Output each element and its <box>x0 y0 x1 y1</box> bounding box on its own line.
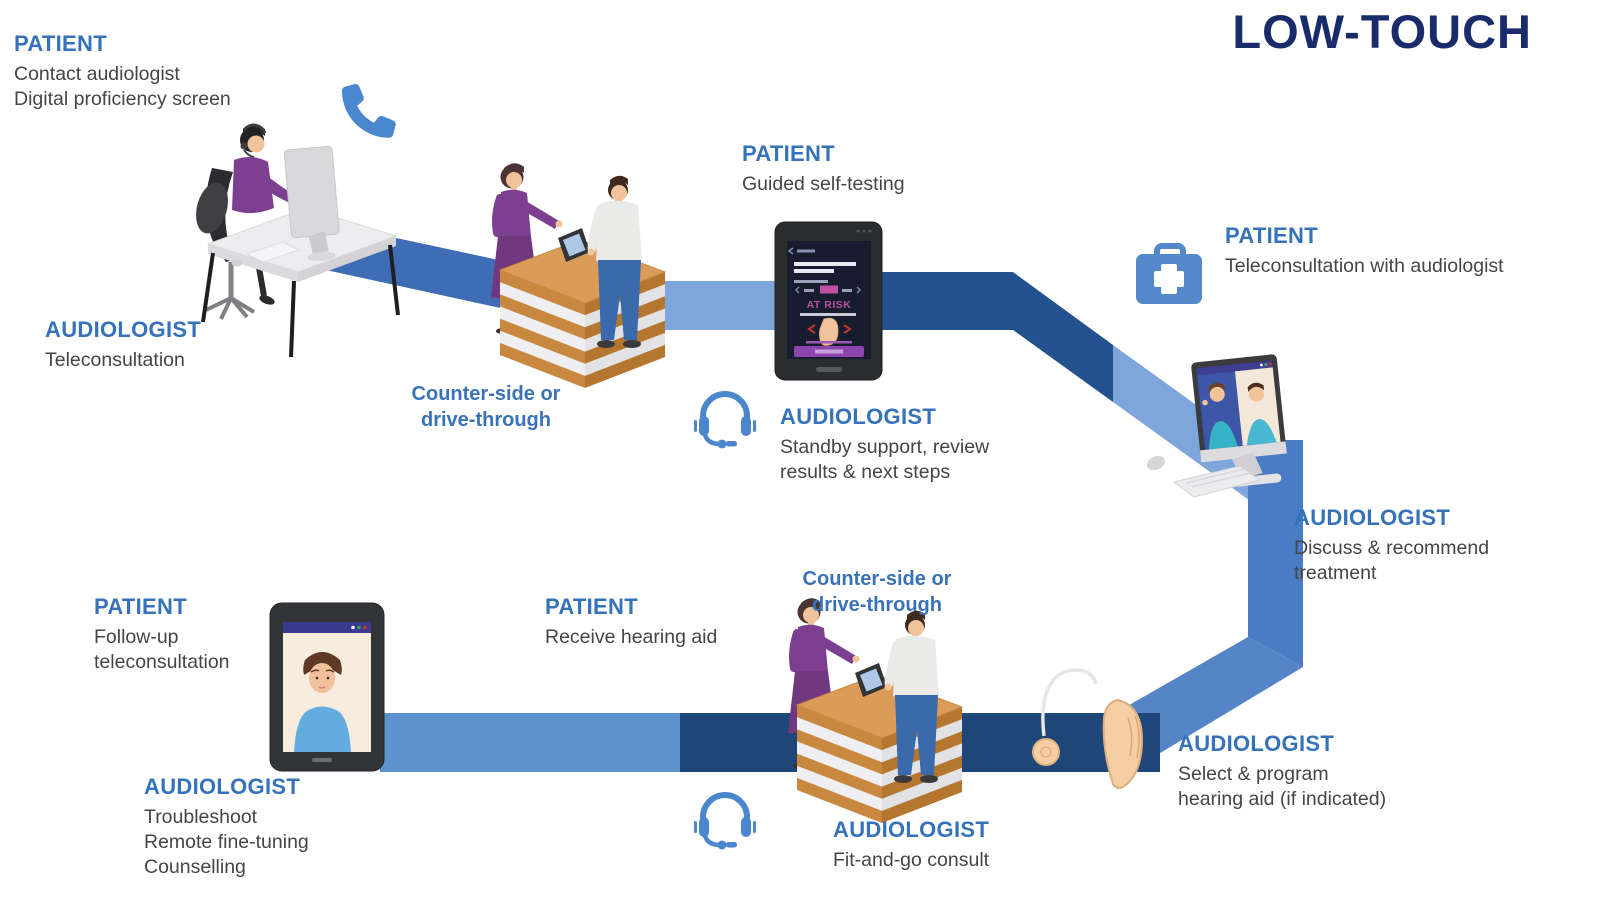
self-testing-tablet: AT RISK <box>774 221 883 381</box>
headset-icon <box>694 795 756 850</box>
step-audiologist-teleconsultation: AUDIOLOGIST Teleconsultation <box>45 317 201 373</box>
page-title: LOW-TOUCH <box>1232 5 1532 58</box>
step-line: teleconsultation <box>94 651 230 673</box>
counter-label-bottom: Counter-side or drive-through <box>772 566 982 618</box>
step-line: treatment <box>1294 562 1377 584</box>
step-line: Follow-up <box>94 626 179 648</box>
step-line: Standby support, review <box>780 436 990 458</box>
step-patient-receive: PATIENT Receive hearing aid <box>545 594 717 650</box>
follow-up-tablet <box>269 602 385 772</box>
role-label: PATIENT <box>742 141 835 166</box>
step-line: drive-through <box>812 594 942 616</box>
role-label: PATIENT <box>545 594 638 619</box>
video-call-computer <box>1146 354 1287 498</box>
step-line: drive-through <box>421 409 551 431</box>
hearing-aid-illustration <box>1032 668 1144 789</box>
role-label: AUDIOLOGIST <box>1294 505 1451 530</box>
role-label: AUDIOLOGIST <box>780 404 937 429</box>
step-line: Troubleshoot <box>144 806 258 828</box>
audiologist-at-desk-illustration <box>196 123 400 358</box>
step-audiologist-troubleshoot: AUDIOLOGIST Troubleshoot Remote fine-tun… <box>144 774 309 880</box>
step-line: Guided self-testing <box>742 173 905 195</box>
role-label: AUDIOLOGIST <box>833 817 990 842</box>
role-label: PATIENT <box>14 31 107 56</box>
step-line: Teleconsultation <box>45 349 185 371</box>
at-risk-status: AT RISK <box>807 299 852 311</box>
role-label: PATIENT <box>1225 223 1318 248</box>
step-patient-teleconsultation: PATIENT Teleconsultation with audiologis… <box>1225 223 1504 279</box>
role-label: PATIENT <box>94 594 187 619</box>
counter-scene-bottom <box>788 598 962 823</box>
counter-label-top: Counter-side or drive-through <box>380 381 592 433</box>
step-line: Contact audiologist <box>14 63 180 85</box>
step-line: Digital proficiency screen <box>14 88 231 110</box>
counter-scene-top <box>491 163 665 388</box>
role-label: AUDIOLOGIST <box>45 317 202 342</box>
step-line: Counter-side or <box>802 568 952 590</box>
step-line: Teleconsultation with audiologist <box>1225 255 1504 277</box>
step-line: Discuss & recommend <box>1294 537 1490 559</box>
step-patient-follow-up: PATIENT Follow-up teleconsultation <box>94 594 230 675</box>
step-audiologist-discuss: AUDIOLOGIST Discuss & recommend treatmen… <box>1294 505 1489 586</box>
step-line: Counselling <box>144 856 246 878</box>
step-audiologist-standby: AUDIOLOGIST Standby support, review resu… <box>780 404 989 485</box>
step-line: Remote fine-tuning <box>144 831 309 853</box>
step-line: results & next steps <box>780 461 951 483</box>
step-audiologist-select-program: AUDIOLOGIST Select & program hearing aid… <box>1178 731 1386 812</box>
first-aid-kit-icon <box>1136 243 1202 304</box>
desk-monitor <box>283 145 340 262</box>
step-audiologist-fit-and-go: AUDIOLOGIST Fit-and-go consult <box>833 817 989 873</box>
step-line: hearing aid (if indicated) <box>1178 788 1387 810</box>
step-line: Counter-side or <box>411 383 561 405</box>
role-label: AUDIOLOGIST <box>1178 731 1335 756</box>
step-patient-self-testing: PATIENT Guided self-testing <box>742 141 905 197</box>
step-line: Select & program <box>1178 763 1329 785</box>
headset-icon <box>694 394 756 449</box>
phone-icon <box>342 83 396 138</box>
step-line: Receive hearing aid <box>545 626 718 648</box>
role-label: AUDIOLOGIST <box>144 774 301 799</box>
step-patient-contact: PATIENT Contact audiologist Digital prof… <box>14 31 231 112</box>
step-line: Fit-and-go consult <box>833 849 990 871</box>
